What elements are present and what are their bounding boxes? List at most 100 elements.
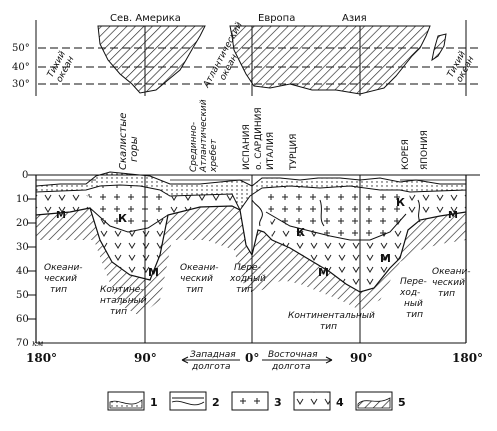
svg-text:ходный: ходный: [229, 274, 266, 284]
oceanic-crust-left: [36, 190, 90, 215]
mark-m-far-left: М: [56, 210, 66, 221]
mark-m-right: М: [318, 266, 329, 279]
svg-text:тип: тип: [406, 310, 423, 320]
oceanic-crust-right: [408, 190, 466, 220]
cross-section: 0 10 20 30 40 50 60 70 км К М М К М М К …: [16, 170, 480, 349]
depth-tick-70: 70: [16, 338, 29, 349]
depth-tick-20: 20: [16, 218, 29, 229]
depth-tick-30: 30: [16, 242, 29, 253]
longitude-0: 0°: [245, 351, 259, 365]
latitude-label-40: 40°: [12, 62, 30, 73]
conrad-boundary-left: [89, 207, 169, 233]
continent-europe: Европа: [258, 13, 295, 24]
latitude-label-30: 30°: [12, 79, 30, 90]
legend-label-3: 3: [274, 396, 282, 409]
latitude-label-50: 50°: [12, 43, 30, 54]
mark-k-right: К: [296, 226, 305, 239]
svg-text:хребет: хребет: [209, 138, 219, 173]
svg-text:ход-: ход-: [399, 288, 420, 298]
west-longitude-label-1: Западная: [190, 350, 236, 360]
longitude-90-east: 90°: [350, 351, 373, 365]
svg-text:Скалистые: Скалистые: [118, 113, 129, 170]
depth-tick-10: 10: [16, 194, 29, 205]
svg-text:тип: тип: [320, 322, 337, 332]
legend-label-4: 4: [336, 396, 344, 409]
mark-m-asia: М: [380, 252, 391, 265]
moho-boundary: [35, 205, 467, 293]
svg-text:Пере-: Пере-: [234, 263, 261, 273]
mark-m-left: М: [148, 266, 159, 279]
east-longitude-label-2: долгота: [271, 362, 310, 372]
sediment-layer: [35, 171, 467, 211]
west-arrow: [181, 356, 240, 364]
svg-text:тип: тип: [110, 307, 127, 317]
depth-tick-0: 0: [22, 170, 28, 181]
granite-layer-left: [86, 185, 170, 232]
legend-label-5: 5: [398, 396, 406, 409]
svg-text:нтальный: нтальный: [100, 296, 147, 306]
crust-type-continental-right: Континентальный тип: [288, 311, 375, 332]
svg-text:Пере-: Пере-: [400, 277, 427, 287]
longitude-axis: 180° 90° 0° 90° 180° Западная долгота Во…: [26, 350, 483, 372]
legend-swatch-4: [293, 391, 331, 411]
svg-text:Контине-: Контине-: [100, 285, 144, 295]
depth-unit: км: [32, 339, 44, 348]
mark-k-korea: К: [396, 196, 405, 209]
legend-swatch-3: [231, 391, 269, 411]
italy-label: ИТАЛИЯ: [266, 132, 276, 170]
west-longitude-label-2: долгота: [191, 362, 230, 372]
map-strip: 50° 40° 30° Сев. Америка Европа Азия Тих…: [12, 13, 478, 96]
eurasia-map: [229, 25, 431, 95]
pacific-ocean-left-label: Тихий океан: [46, 50, 77, 85]
svg-text:горы: горы: [129, 136, 140, 162]
feature-labels: Скалистые горы Срединно- Атлантический х…: [118, 99, 430, 173]
legend-label-2: 2: [212, 396, 220, 409]
svg-text:ческий: ческий: [44, 274, 77, 284]
crust-type-oceanic-right: Океани- ческий тип: [432, 267, 471, 299]
korea-label: КОРЕЯ: [401, 139, 411, 170]
mark-k-left: К: [118, 212, 127, 225]
crust-type-oceanic-mid: Океани- ческий тип: [180, 263, 219, 295]
svg-text:тип: тип: [50, 285, 67, 295]
svg-text:тип: тип: [186, 285, 203, 295]
legend-label-1: 1: [150, 396, 158, 409]
svg-text:Океани-: Океани-: [44, 263, 83, 273]
depth-tick-50: 50: [16, 290, 29, 301]
depth-axis: 0 10 20 30 40 50 60 70 км: [16, 170, 44, 349]
sardinia-label: о. САРДИНИЯ: [254, 107, 264, 170]
crust-type-oceanic-left: Океани- ческий тип: [44, 263, 83, 295]
japan-label: ЯПОНИЯ: [420, 130, 430, 170]
svg-text:Континентальный: Континентальный: [288, 311, 375, 321]
svg-text:тип: тип: [236, 285, 253, 295]
legend: 1 2 3 4 5: [107, 391, 406, 411]
longitude-180-left: 180°: [26, 351, 57, 365]
continent-asia: Азия: [342, 13, 367, 24]
oceanic-crust-mid: [168, 194, 240, 215]
longitude-180-right: 180°: [452, 351, 483, 365]
svg-text:ческий: ческий: [432, 278, 465, 288]
turkey-label: ТУРЦИЯ: [289, 134, 299, 171]
crust-type-transitional-right: Пере- ход- ный тип: [399, 277, 427, 320]
east-longitude-label-1: Восточная: [268, 350, 318, 360]
depth-tick-60: 60: [16, 314, 29, 325]
svg-text:ческий: ческий: [180, 274, 213, 284]
basalt-layer-right: [270, 214, 408, 292]
legend-swatch-2: [169, 391, 207, 411]
svg-text:Океани-: Океани-: [180, 263, 219, 273]
svg-text:Океани-: Океани-: [432, 267, 471, 277]
pacific-ocean-right-label: Тихий океан: [446, 50, 477, 85]
svg-text:ный: ный: [404, 299, 423, 309]
spain-label: ИСПАНИЯ: [242, 124, 252, 170]
continent-north-america: Сев. Америка: [110, 13, 181, 24]
svg-text:Атлантический: Атлантический: [199, 99, 209, 173]
rocky-mountains-label: Скалистые горы: [118, 113, 140, 170]
crust-type-continental-left: Контине- нтальный тип: [100, 285, 147, 317]
mark-m-far-right: М: [448, 210, 458, 221]
upper-mantle-region: [36, 206, 466, 316]
granite-layer-right: [262, 186, 404, 240]
crust-type-transitional-mid: Пере- ходный тип: [229, 263, 266, 295]
mid-atlantic-ridge-label: Срединно- Атлантический хребет: [189, 99, 219, 173]
conrad-boundary-right: [265, 211, 407, 241]
east-arrow: [262, 356, 333, 364]
